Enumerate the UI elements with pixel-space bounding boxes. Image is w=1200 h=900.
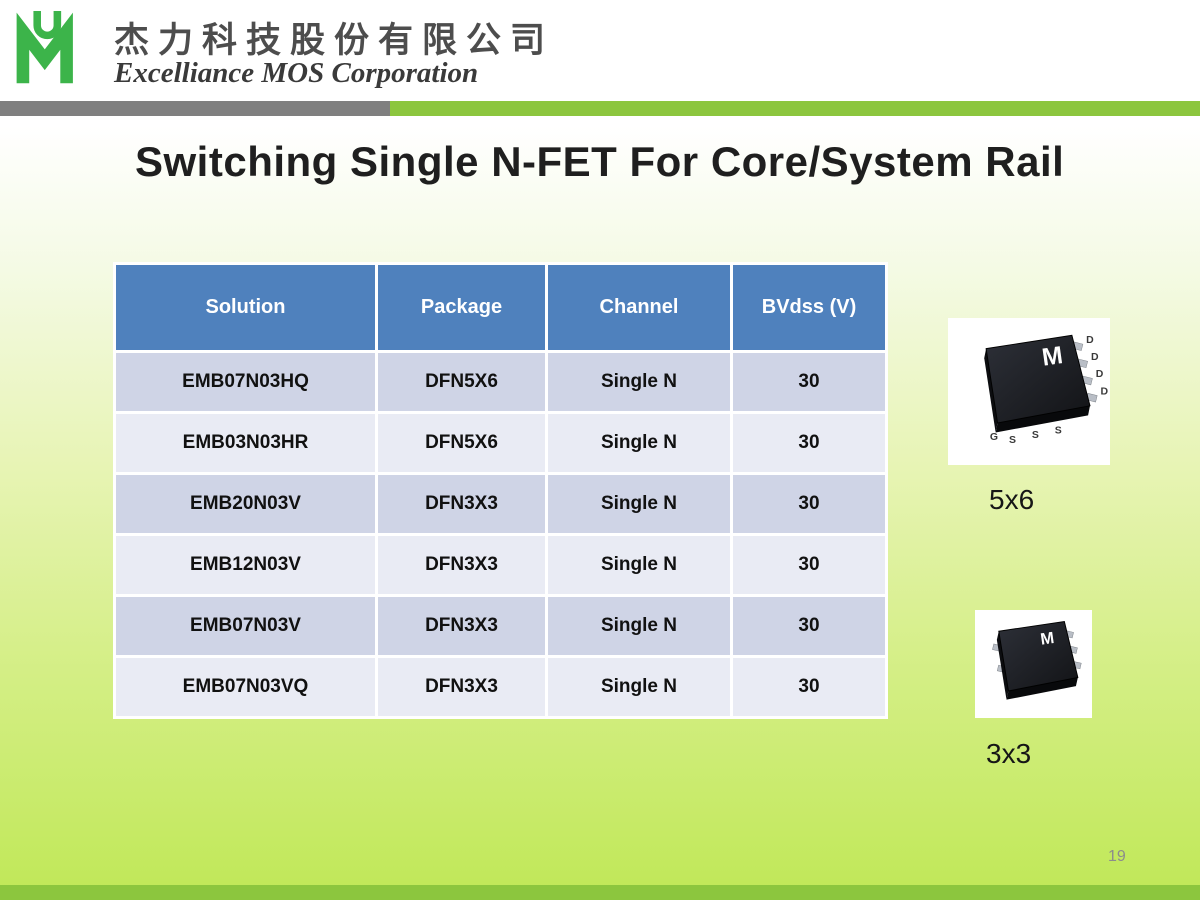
divider-green-bar: [390, 101, 1200, 116]
cell-channel: Single N: [548, 353, 730, 411]
col-header-solution: Solution: [116, 265, 375, 350]
dfn5x6-package-image: M D D D D G S S S: [948, 318, 1110, 465]
cell-solution: EMB07N03HQ: [116, 353, 375, 411]
company-name-chinese: 杰力科技股份有限公司: [114, 21, 555, 61]
cell-channel: Single N: [548, 597, 730, 655]
table-row: EMB07N03HQ DFN5X6 Single N 30: [116, 353, 885, 411]
slide-title: Switching Single N-FET For Core/System R…: [135, 138, 1065, 185]
table-header-row: Solution Package Channel BVdss (V): [116, 265, 885, 350]
cell-package: DFN5X6: [378, 353, 545, 411]
cell-package: DFN5X6: [378, 414, 545, 472]
cell-solution: EMB12N03V: [116, 536, 375, 594]
source-pin-label: S: [1032, 430, 1039, 441]
cell-bvdss: 30: [733, 597, 885, 655]
cell-package: DFN3X3: [378, 658, 545, 716]
cell-bvdss: 30: [733, 475, 885, 533]
cell-bvdss: 30: [733, 414, 885, 472]
gate-pin-label: G: [990, 432, 998, 443]
chip-logo-m: M: [1039, 629, 1055, 649]
bottom-green-bar: [0, 885, 1200, 900]
drain-pin-label: D: [1100, 386, 1108, 397]
dfn5x6-chip-icon: M D D D D G S S S: [984, 334, 1108, 446]
source-pin-label: S: [1009, 435, 1016, 446]
table-row: EMB20N03V DFN3X3 Single N 30: [116, 475, 885, 533]
company-name-english: Excelliance MOS Corporation: [114, 57, 479, 89]
table-row: EMB07N03VQ DFN3X3 Single N 30: [116, 658, 885, 716]
cell-bvdss: 30: [733, 536, 885, 594]
product-table: Solution Package Channel BVdss (V) EMB07…: [113, 262, 888, 719]
drain-pin-label: D: [1096, 369, 1104, 380]
header: 杰力科技股份有限公司 Excelliance MOS Corporation: [0, 0, 1200, 100]
dfn3x3-chip-icon: M: [992, 621, 1082, 700]
cell-package: DFN3X3: [378, 475, 545, 533]
cell-package: DFN3X3: [378, 536, 545, 594]
slide-number: 19: [1108, 848, 1126, 865]
cell-bvdss: 30: [733, 353, 885, 411]
table-row: EMB03N03HR DFN5X6 Single N 30: [116, 414, 885, 472]
cell-solution: EMB07N03V: [116, 597, 375, 655]
product-table-container: Solution Package Channel BVdss (V) EMB07…: [113, 262, 888, 719]
chip-logo-m: M: [1040, 342, 1064, 372]
drain-pin-label: D: [1086, 335, 1094, 346]
dfn3x3-package-image: M: [975, 610, 1092, 718]
col-header-package: Package: [378, 265, 545, 350]
table-row: EMB07N03V DFN3X3 Single N 30: [116, 597, 885, 655]
cell-channel: Single N: [548, 536, 730, 594]
company-logo-icon: [12, 6, 96, 96]
package-label-5x6: 5x6: [989, 484, 1035, 515]
divider-gray-bar: [0, 101, 390, 116]
package-label-3x3: 3x3: [986, 738, 1032, 769]
table-row: EMB12N03V DFN3X3 Single N 30: [116, 536, 885, 594]
cell-bvdss: 30: [733, 658, 885, 716]
cell-package: DFN3X3: [378, 597, 545, 655]
col-header-channel: Channel: [548, 265, 730, 350]
cell-channel: Single N: [548, 475, 730, 533]
source-pin-label: S: [1055, 425, 1062, 436]
cell-solution: EMB03N03HR: [116, 414, 375, 472]
cell-solution: EMB20N03V: [116, 475, 375, 533]
cell-channel: Single N: [548, 414, 730, 472]
col-header-bvdss: BVdss (V): [733, 265, 885, 350]
cell-channel: Single N: [548, 658, 730, 716]
cell-solution: EMB07N03VQ: [116, 658, 375, 716]
drain-pin-label: D: [1091, 352, 1099, 363]
